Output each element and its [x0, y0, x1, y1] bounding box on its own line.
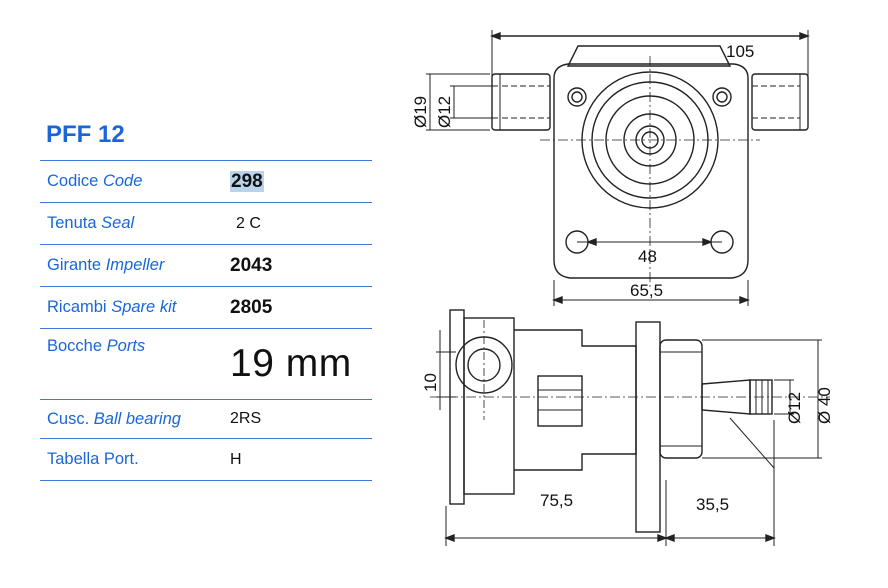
top-view — [426, 30, 810, 306]
spec-row-impeller: Girante Impeller 2043 — [40, 244, 372, 287]
spec-row-ports: Bocche Ports 19 mm — [40, 328, 372, 400]
spec-row-ball-bearing: Cusc. Ball bearing 2RS — [40, 399, 372, 439]
spec-row-table: Tabella Port. H — [40, 438, 372, 481]
spec-value-ports: 19 mm — [230, 328, 372, 400]
spec-value-ball-bearing: 2RS — [230, 399, 372, 439]
dim-top-width: 105 — [726, 42, 754, 61]
spec-value-impeller: 2043 — [230, 244, 372, 287]
dim-shaft-dia: Ø12 — [785, 392, 804, 424]
spec-table: Codice Code 298 Tenuta Seal 2 C Girante … — [40, 160, 372, 481]
dim-port-inner: Ø12 — [435, 96, 454, 128]
spec-row-code: Codice Code 298 — [40, 160, 372, 203]
dim-base-width: 65,5 — [630, 281, 663, 300]
dim-port-outer: Ø19 — [411, 96, 430, 128]
spec-label: Codice Code — [40, 160, 230, 203]
spec-row-spare-kit: Ricambi Spare kit 2805 — [40, 286, 372, 329]
side-view — [430, 309, 830, 546]
spec-label: Tenuta Seal — [40, 202, 230, 245]
spec-row-seal: Tenuta Seal 2 C — [40, 202, 372, 245]
spec-value-code: 298 — [230, 160, 372, 203]
spec-label: Girante Impeller — [40, 244, 230, 287]
spec-label: Cusc. Ball bearing — [40, 399, 230, 439]
dim-body-length: 75,5 — [540, 491, 573, 510]
technical-drawing: 105 48 65,5 Ø19 Ø12 — [411, 30, 834, 546]
spec-value-seal: 2 C — [230, 202, 372, 245]
spec-label: Tabella Port. — [40, 438, 230, 481]
dim-shaft-length: 35,5 — [696, 495, 729, 514]
spec-value-spare-kit: 2805 — [230, 286, 372, 329]
product-title: PFF 12 — [46, 121, 125, 148]
dim-port-offset: 10 — [421, 373, 440, 392]
dim-flange-dia: Ø 40 — [815, 387, 834, 424]
spec-label: Ricambi Spare kit — [40, 286, 230, 329]
dim-hole-spacing: 48 — [638, 247, 657, 266]
spec-value-table: H — [230, 438, 372, 481]
spec-label: Bocche Ports — [40, 328, 230, 400]
